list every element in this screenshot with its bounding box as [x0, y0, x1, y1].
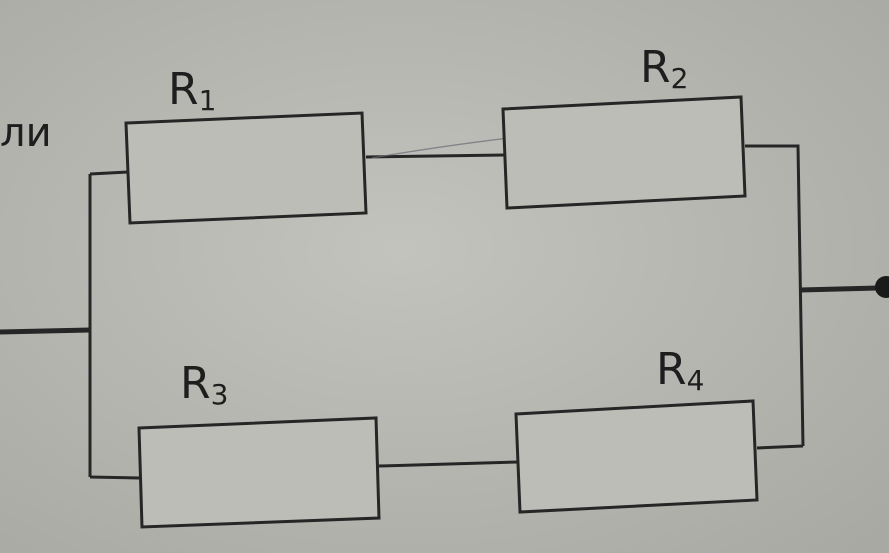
resistor-r1-body: [124, 111, 368, 225]
resistor-r1-label: R1: [168, 64, 216, 117]
resistor-r2-body: [501, 95, 747, 210]
resistor-r3-label: R3: [180, 358, 228, 411]
output-terminal: [875, 276, 889, 298]
output-lead: [799, 285, 879, 293]
resistor-r3: R3: [137, 358, 381, 529]
resistor-r2: R2: [501, 42, 747, 210]
resistor-r1: R1: [124, 64, 368, 225]
wire-r2-to-right: [745, 144, 805, 447]
resistor-r4-body: [514, 399, 759, 514]
wire-r4-to-right: [756, 444, 804, 450]
resistor-r4: R4: [514, 344, 759, 514]
wire-left-to-r3: [89, 475, 141, 480]
wire-r1-to-r2: [365, 153, 506, 159]
input-lead: [0, 327, 91, 335]
resistor-r4-label: R4: [656, 344, 704, 397]
wire-r3-to-r4: [378, 460, 519, 468]
resistor-r3-body: [137, 416, 381, 529]
wires: [0, 144, 879, 480]
wire-left-to-r1: [89, 170, 129, 176]
resistor-r2-label: R2: [640, 42, 688, 95]
fragment-text: ли: [0, 110, 52, 156]
